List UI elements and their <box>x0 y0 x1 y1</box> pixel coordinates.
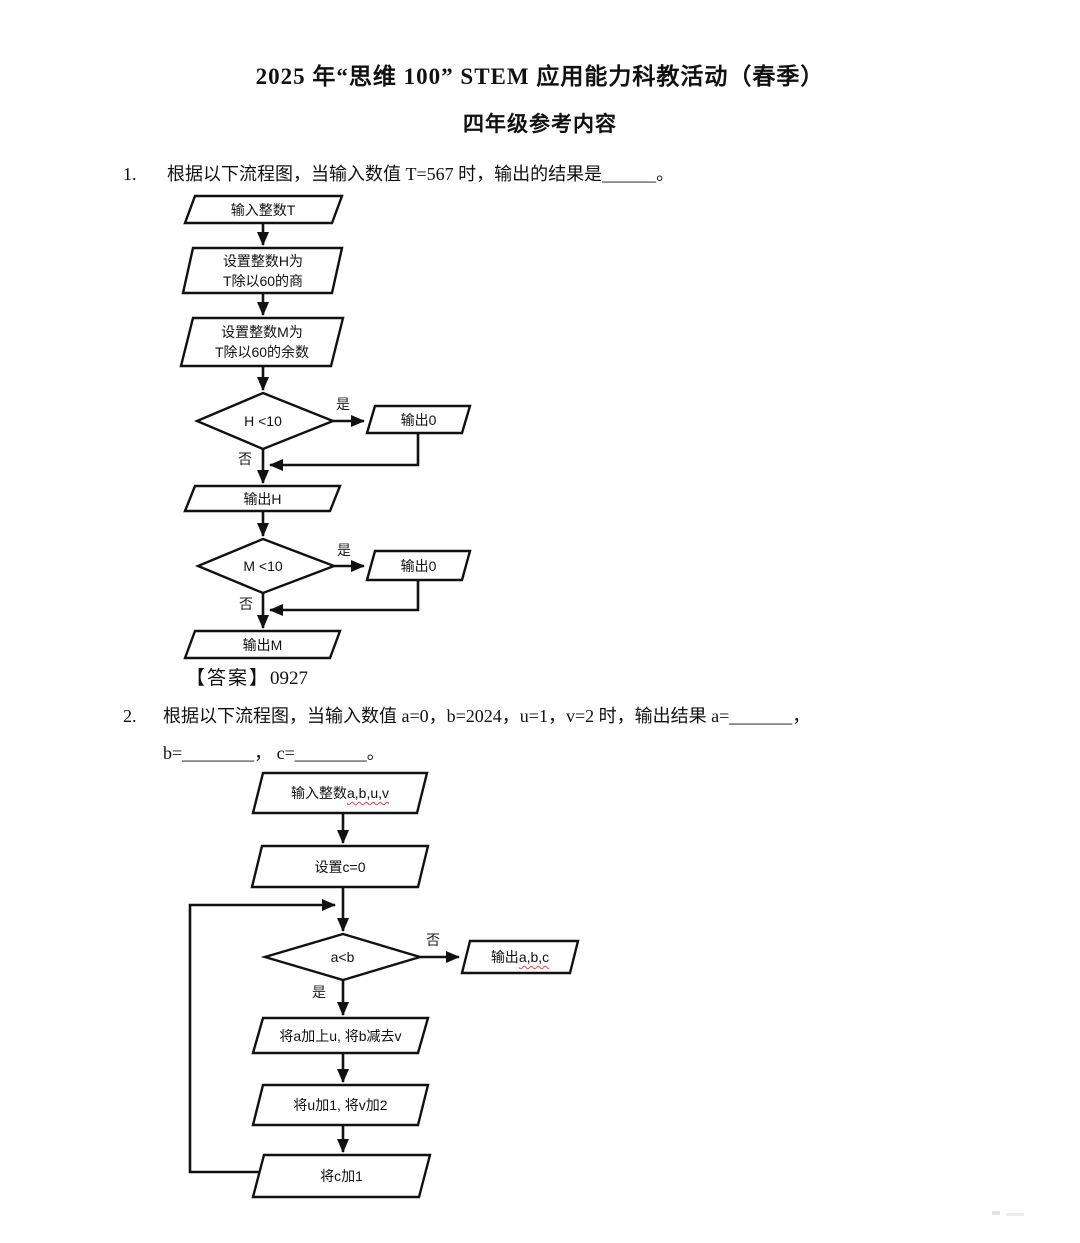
node-label-set-c: 设置c=0 <box>314 858 366 875</box>
node-label-out-m: 输出M <box>242 636 283 653</box>
connector-return-2 <box>269 580 420 616</box>
node-label-output-prefix: 输出 <box>490 949 519 965</box>
io-box-set-h <box>181 246 344 295</box>
io-box-out-zero-1 <box>365 404 472 435</box>
io-box-output-abc <box>460 939 580 975</box>
branch-label-yes-1: 是 <box>336 398 350 413</box>
q1-number: 1. <box>123 164 137 184</box>
io-box-input-abuv <box>251 771 429 815</box>
page-subtitle: 四年级参考内容 <box>463 112 617 136</box>
branch-label-no: 否 <box>426 934 440 949</box>
faint-watermark <box>1006 1213 1024 1216</box>
node-label-step1: 将a加上u, 将b减去v <box>279 1027 402 1044</box>
q1-text: 根据以下流程图，当输入数值 T=567 时，输出的结果是______。 <box>167 164 675 184</box>
node-label-output-vars: a,b,c <box>518 949 550 965</box>
node-label-step3: 将c加1 <box>320 1168 363 1184</box>
connector-loop-back <box>188 899 336 1174</box>
node-label-cond-m: M <10 <box>243 558 283 574</box>
q2-text-line1: 根据以下流程图，当输入数值 a=0，b=2024，u=1，v=2 时，输出结果 … <box>163 706 811 726</box>
node-label-input-vars: a,b,u,v <box>346 785 390 801</box>
io-box-input-t <box>183 194 344 225</box>
decision-diamond-ab <box>260 932 425 982</box>
branch-label-no-1: 否 <box>238 453 252 468</box>
q2-text-line2: b=________， c=________。 <box>163 743 385 763</box>
node-label-out-zero-2: 输出0 <box>400 557 437 574</box>
decision-diamond-h <box>193 391 337 451</box>
q1-answer-label: 【答案】 <box>186 668 271 689</box>
node-label-out-h: 输出H <box>243 490 282 507</box>
io-box-out-h <box>183 484 342 513</box>
faint-watermark <box>992 1211 1000 1215</box>
flowchart-1-canvas <box>179 194 472 660</box>
node-label-cond-h: H <10 <box>244 413 282 429</box>
node-label-out-zero-1: 输出0 <box>400 411 437 428</box>
flowchart-2-canvas <box>188 771 580 1199</box>
node-label-input-prefix: 输入整数 <box>290 785 347 801</box>
node-label-set-m-line1: 设置整数M为 <box>221 324 303 340</box>
node-label-input-t: 输入整数T <box>230 201 296 218</box>
decision-diamond-m <box>194 537 338 595</box>
io-box-out-zero-2 <box>365 549 472 582</box>
node-label-set-m-line2: T除以60的余数 <box>214 344 310 360</box>
connector-return-1 <box>269 433 420 471</box>
io-box-step1 <box>251 1016 430 1055</box>
branch-label-yes-2: 是 <box>337 544 351 559</box>
io-box-out-m <box>183 629 342 660</box>
io-box-step3 <box>251 1153 432 1199</box>
q1-answer: 【答案】0927 <box>186 667 308 691</box>
node-label-set-h-line2: T除以60的商 <box>222 272 304 289</box>
node-label-set-h-line1: 设置整数H为 <box>222 252 304 269</box>
flowchart-1: 输入整数T 设置整数H为 T除以60的商 设置整数M为 T除以60的余数 H <… <box>150 192 510 672</box>
node-label-step2: 将u加1, 将v加2 <box>293 1097 388 1113</box>
q1-answer-value: 0927 <box>270 668 309 689</box>
branch-label-yes: 是 <box>312 986 326 1001</box>
io-box-set-m <box>179 316 345 368</box>
io-box-step2 <box>251 1083 430 1127</box>
node-label-cond-ab: a<b <box>330 949 355 965</box>
q2-number: 2. <box>123 706 137 726</box>
branch-label-no-2: 否 <box>239 598 253 613</box>
page-title: 2025 年“思维 100” STEM 应用能力科教活动（春季） <box>255 64 825 89</box>
io-box-set-c <box>250 844 430 889</box>
